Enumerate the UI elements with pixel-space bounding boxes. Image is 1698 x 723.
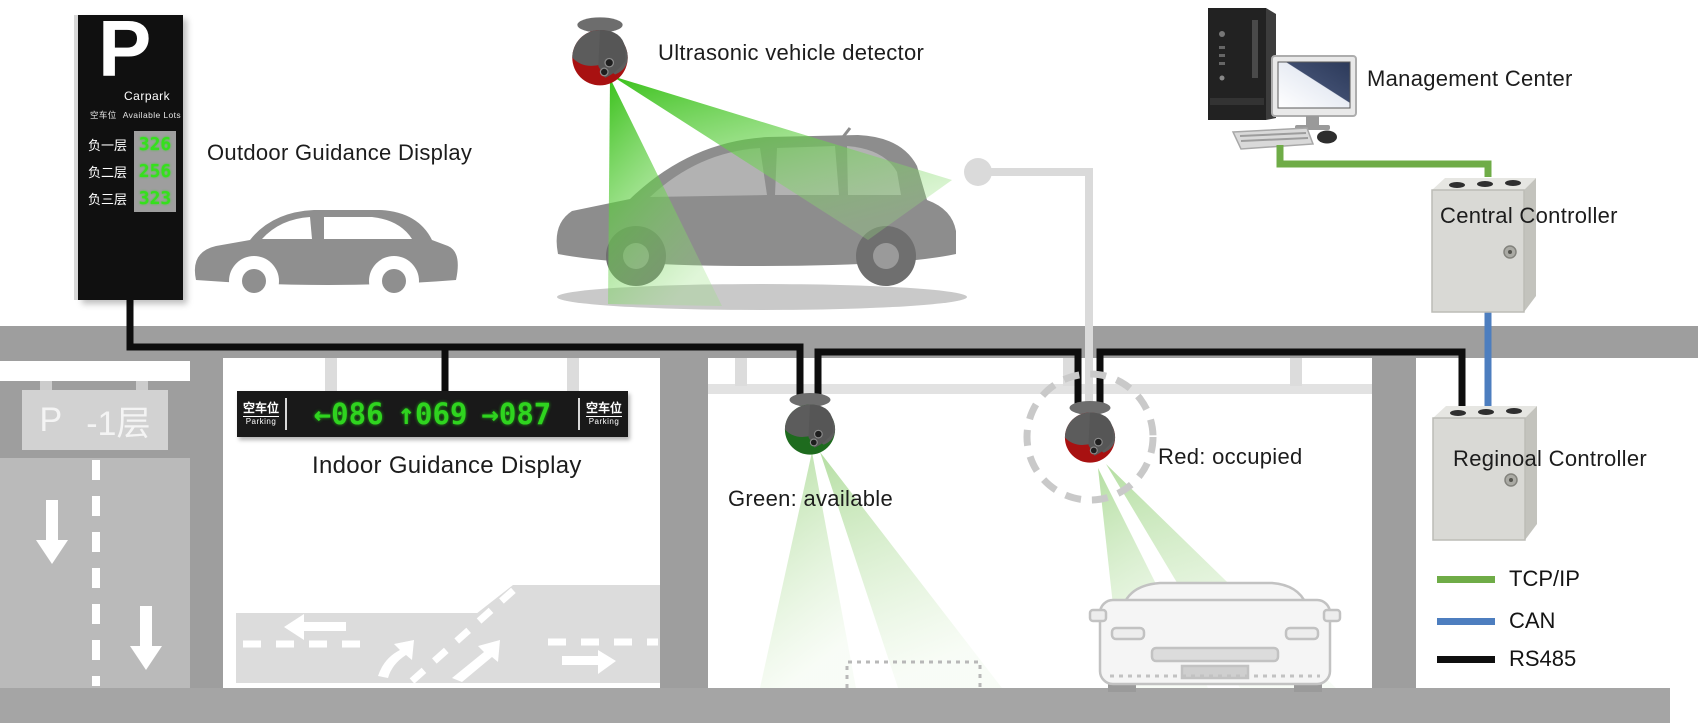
regional-controller-label: Reginoal Controller — [1453, 446, 1648, 471]
indoor-guidance-display: 空车位 Parking ←086 ↑069 →087 空车位 Parking — [237, 391, 628, 437]
parking-bay-room — [708, 358, 1372, 688]
tcpip-line-swatch — [1437, 575, 1495, 583]
hanger — [1063, 358, 1075, 386]
arrow-left-icon: ← — [313, 397, 332, 431]
arrow-right-icon: → — [481, 397, 499, 431]
management-pc — [1208, 8, 1357, 150]
ramp-sign-p: P — [39, 400, 63, 439]
car-side-large — [556, 127, 967, 310]
floor-row: 负二层 256 — [88, 158, 176, 185]
red-occupied-label: Red: occupied — [1158, 444, 1303, 469]
direction-up: ↑069 — [397, 397, 468, 431]
divider — [285, 398, 287, 430]
can-line-swatch — [1437, 617, 1495, 625]
indoor-display-label: Indoor Guidance Display — [312, 452, 582, 479]
legend-item-rs485: RS485 — [1437, 646, 1576, 672]
carpark-label: Carpark — [124, 89, 171, 103]
led-count: 326 — [134, 131, 176, 158]
led-count: 323 — [134, 185, 176, 212]
hanger — [325, 358, 337, 393]
central-controller-box — [1431, 177, 1537, 313]
management-center-label: Management Center — [1367, 66, 1573, 91]
hanger — [567, 358, 579, 393]
floor-band — [0, 688, 1670, 723]
wall-strip — [708, 384, 1372, 394]
ramp-lane-divider — [92, 460, 100, 686]
central-controller-label: Central Controller — [1440, 203, 1618, 228]
led-directions: ←086 ↑069 →087 — [287, 397, 578, 431]
ceiling-band — [0, 326, 1698, 358]
legend-item-tcpip: TCP/IP — [1437, 566, 1580, 592]
divider — [578, 398, 580, 430]
floor-row: 负三层 323 — [88, 185, 176, 212]
car-side-small — [194, 210, 458, 306]
display-cap-left: 空车位 Parking — [242, 400, 279, 427]
pillar — [660, 358, 708, 723]
ramp-header-band — [0, 361, 190, 381]
carpark-p-symbol: P — [98, 4, 152, 93]
ultrasonic-detector — [572, 17, 628, 86]
green-available-label: Green: available — [728, 486, 894, 511]
display-cap-right: 空车位 Parking — [585, 400, 622, 427]
hanger — [735, 358, 747, 386]
tcpip-cable — [1276, 145, 1492, 177]
rs485-line-swatch — [1437, 655, 1495, 663]
ultrasonic-label: Ultrasonic vehicle detector — [658, 40, 925, 65]
hanger — [1290, 358, 1302, 386]
ultrasonic-beams — [608, 76, 952, 306]
ramp-sign-floor: -1层 — [86, 404, 151, 443]
outdoor-display-label: Outdoor Guidance Display — [207, 140, 473, 165]
arrow-up-icon: ↑ — [397, 397, 416, 431]
floor-availability-rows: 负一层 326 负二层 256 负三层 323 — [88, 131, 176, 212]
pillar — [1372, 358, 1416, 723]
legend-item-can: CAN — [1437, 608, 1555, 634]
direction-right: →087 — [481, 397, 552, 431]
floor-row: 负一层 326 — [88, 131, 176, 158]
ramp-level-sign: P -1层 — [22, 390, 168, 450]
regional-controller-box — [1432, 405, 1538, 541]
led-count: 256 — [134, 158, 176, 185]
direction-left: ←086 — [313, 397, 384, 431]
ramp-sign-post — [40, 381, 52, 391]
